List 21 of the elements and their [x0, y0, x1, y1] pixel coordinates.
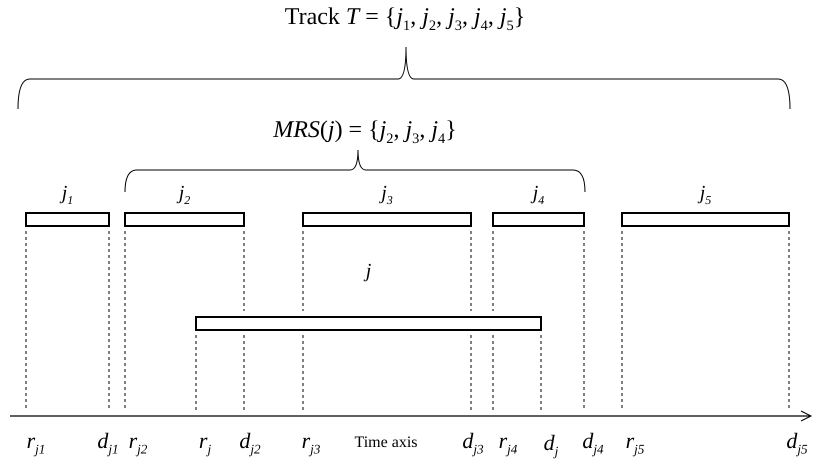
time-label: r$_{j4}$	[498, 428, 518, 458]
job-label: j$_{4}$	[532, 182, 544, 209]
time-label: d$_{j}$	[544, 430, 558, 460]
time-label: d$_{j1}$	[97, 428, 119, 458]
time-label: d$_{j2}$	[239, 428, 261, 458]
job-label: j$_{5}$	[700, 182, 712, 209]
time-label: r$_{j}$	[198, 428, 212, 458]
time-label: r$_{j5}$	[626, 428, 644, 458]
time-label: d$_{j5}$	[786, 428, 808, 458]
job-label: j$_{1}$	[62, 182, 74, 209]
axis-title: Time axis	[354, 433, 418, 453]
job-label: j	[366, 260, 372, 282]
job-label: j$_{3}$	[381, 182, 393, 209]
time-label: r$_{j3}$	[302, 428, 320, 458]
time-label: d$_{j3}$	[462, 428, 484, 458]
time-label: d$_{j4}$	[582, 428, 604, 458]
time-label: r$_{j1}$	[26, 428, 46, 458]
set-title: Track T = {j$_{1}$, j$_{2}$, j$_{3}$, j$_{4}$, j$_{5}$}	[284, 4, 526, 36]
time-label: r$_{j2}$	[128, 428, 148, 458]
set-formula: MRS(j) = {j$_{2}$, j$_{3}$, j$_{4}$}	[273, 117, 457, 149]
job-label: j$_{2}$	[178, 182, 190, 209]
